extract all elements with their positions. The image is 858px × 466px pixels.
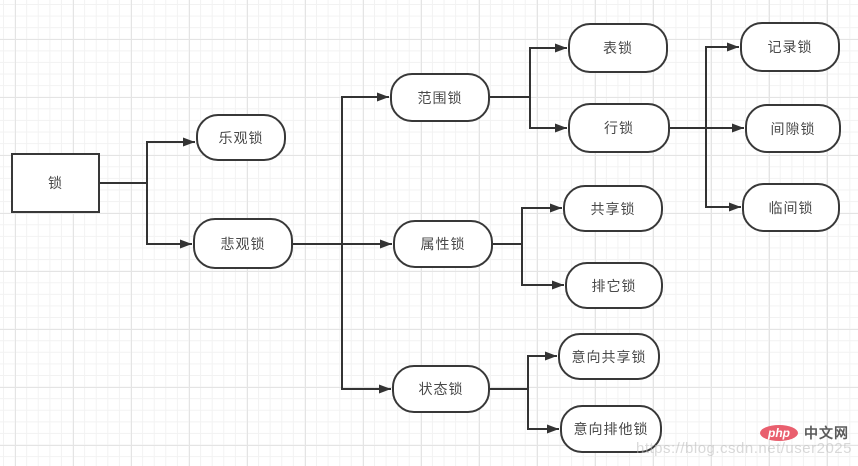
node-range-lock: 范围锁 (390, 73, 490, 122)
node-next-key-lock: 临间锁 (742, 183, 840, 232)
node-state-lock: 状态锁 (392, 365, 490, 413)
node-intent-exclusive-lock: 意向排他锁 (560, 405, 662, 453)
node-pessimistic-lock: 悲观锁 (193, 218, 293, 269)
connector-attribute-exclusive (521, 243, 564, 290)
node-optimistic-lock: 乐观锁 (196, 114, 286, 161)
connector-pessimistic-range (292, 92, 389, 245)
connector-attribute-shared (492, 203, 562, 245)
php-logo-icon: php (760, 425, 798, 441)
node-gap-lock: 间隙锁 (745, 104, 841, 153)
node-record-lock: 记录锁 (740, 22, 840, 72)
node-shared-lock: 共享锁 (563, 185, 663, 232)
connector-pessimistic-state (341, 243, 391, 394)
connector-state-intent-shared (489, 351, 557, 390)
node-lock: 锁 (11, 153, 100, 213)
connector-lock-pessimistic (146, 182, 192, 249)
connector-row-record (669, 42, 739, 129)
connector-state-intent-exclusive (527, 388, 559, 434)
connector-row-next-key (705, 127, 741, 212)
node-exclusive-lock: 排它锁 (565, 262, 663, 309)
node-attribute-lock: 属性锁 (393, 220, 493, 268)
connector-range-row (529, 96, 567, 133)
php-chinese-site-logo: php 中文网 (760, 423, 849, 443)
node-table-lock: 表锁 (568, 23, 668, 73)
csdn-watermark: https://blog.csdn.net/user2025 (636, 440, 852, 457)
connector-range-table (489, 43, 567, 98)
php-logo-site-text: 中文网 (804, 425, 849, 441)
connector-lock-optimistic (99, 137, 195, 184)
node-row-lock: 行锁 (568, 103, 670, 153)
node-intent-shared-lock: 意向共享锁 (558, 333, 660, 380)
